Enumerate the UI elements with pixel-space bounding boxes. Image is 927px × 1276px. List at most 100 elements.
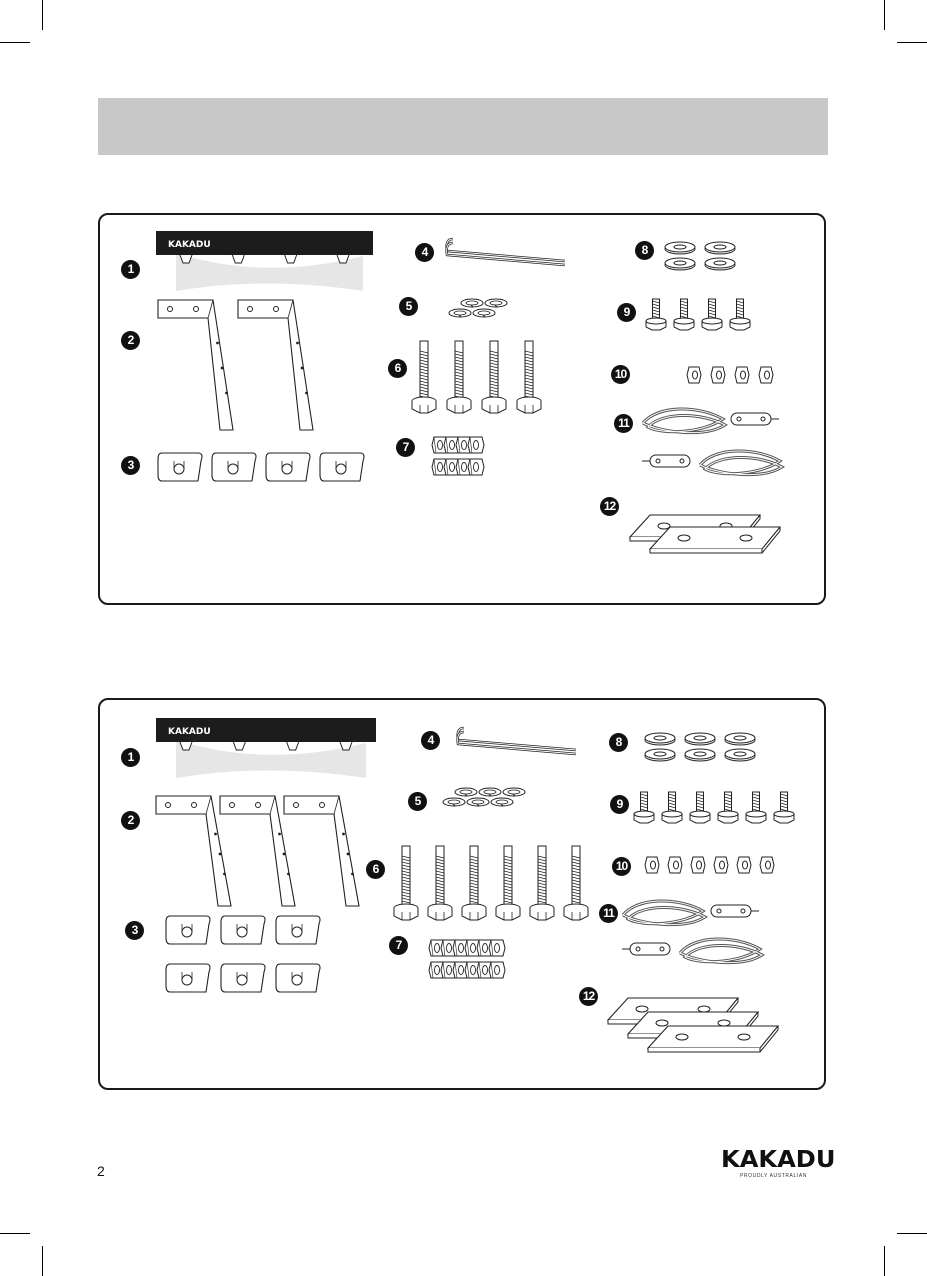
part-number-badge: 2 [121,811,140,830]
allen-key [458,728,576,754]
lock-nut [691,857,705,873]
long-bolt [530,846,554,920]
channel-nut [266,453,310,481]
parts-illustration-kit-b: KAKADU [100,700,828,1092]
hex-nut [468,437,484,453]
part-number-badge: 9 [617,303,636,322]
split-washer [461,299,483,307]
logo-tagline: PROUDLY AUSTRALIAN [721,1173,826,1179]
part-number-badge: 4 [415,243,434,262]
split-washer [455,788,477,796]
split-washer [485,299,507,307]
part-number-badge: 7 [396,438,415,457]
long-bolt [394,846,418,920]
part-number-badge: 12 [600,497,619,516]
kakadu-logo: KAKADU PROUDLY AUSTRALIAN [721,1148,829,1182]
short-bolt [634,792,654,823]
short-bolt [746,792,766,823]
part-number-badge: 1 [121,260,140,279]
part-number-badge: 10 [612,857,631,876]
lock-nut [737,857,751,873]
part-number-badge: 6 [366,860,385,879]
part-number-badge: 12 [579,987,598,1006]
long-bolt [482,341,506,413]
split-washer [491,798,513,806]
hex-nut [489,962,505,978]
split-washer [443,798,465,806]
l-bracket [284,796,359,906]
lock-nut [645,857,659,873]
security-cable [622,939,762,963]
short-bolt [774,792,794,823]
lock-nut [711,367,725,383]
l-bracket [238,300,313,430]
flat-washer [725,749,755,761]
hex-nut [489,940,505,956]
flat-washer [665,258,695,270]
part-number-badge: 3 [121,456,140,475]
lock-nut [668,857,682,873]
split-washer [503,788,525,796]
long-bolt [462,846,486,920]
channel-nut [276,916,320,944]
short-bolt [646,299,666,330]
bar-brand-label: KAKADU [168,240,211,250]
long-bolt [428,846,452,920]
part-number-badge: 8 [635,241,654,260]
rubber-pad [650,527,780,553]
security-cable [642,451,782,475]
hex-nut [468,459,484,475]
part-number-badge: 7 [389,936,408,955]
short-bolt [674,299,694,330]
long-bolt [517,341,541,413]
part-number-badge: 5 [399,297,418,316]
flat-washer [705,242,735,254]
lock-nut [714,857,728,873]
channel-nut [212,453,256,481]
lock-nut [687,367,701,383]
split-washer [449,309,471,317]
security-cable [623,901,759,925]
page-number: 2 [97,1163,105,1179]
part-number-badge: 10 [611,365,630,384]
lock-nut [759,367,773,383]
channel-nut [221,916,265,944]
section-header-bar [98,98,828,155]
channel-nut [158,453,202,481]
bar-brand-label: KAKADU [168,727,211,737]
parts-illustration-kit-a: KAKADU [100,215,828,607]
part-number-badge: 11 [599,904,618,923]
part-number-badge: 4 [421,731,440,750]
part-number-badge: 9 [610,795,629,814]
lock-nut [760,857,774,873]
split-washer [479,788,501,796]
short-bolt [690,792,710,823]
part-number-badge: 1 [121,748,140,767]
part-number-badge: 5 [408,792,427,811]
logo-wordmark: KAKADU [721,1148,834,1172]
channel-nut [320,453,364,481]
rubber-pad [648,1026,778,1052]
short-bolt [662,792,682,823]
long-bolt [496,846,520,920]
flat-washer [685,733,715,745]
flat-washer [645,749,675,761]
part-number-badge: 8 [609,733,628,752]
roof-rack-bar: KAKADU [156,718,376,778]
short-bolt [730,299,750,330]
channel-nut [166,964,210,992]
short-bolt [718,792,738,823]
security-cable [643,409,779,433]
part-number-badge: 2 [121,331,140,350]
flat-washer [725,733,755,745]
allen-key [447,239,565,265]
flat-washer [685,749,715,761]
split-washer [473,309,495,317]
lock-nut [735,367,749,383]
part-number-badge: 6 [388,359,407,378]
long-bolt [447,341,471,413]
roof-rack-bar: KAKADU [156,231,373,291]
long-bolt [412,341,436,413]
